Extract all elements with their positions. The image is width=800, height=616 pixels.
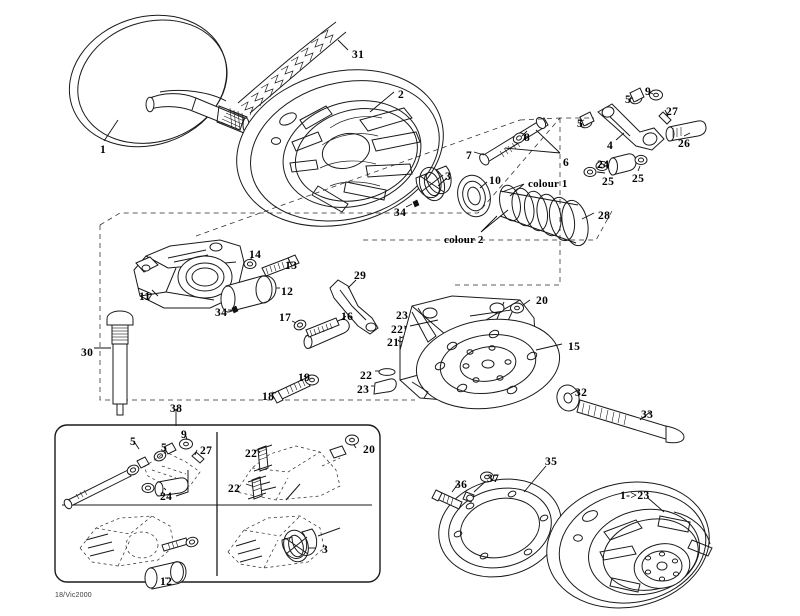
callout-5: 5: [625, 94, 632, 106]
callout-27: 27: [200, 445, 213, 457]
callout-colour-2: colour 2: [444, 234, 484, 246]
callout-33: 33: [641, 409, 654, 421]
callout-2: 2: [398, 89, 405, 101]
callout-36: 36: [455, 479, 468, 491]
callout-21: 21: [387, 337, 400, 349]
callout-12: 12: [281, 286, 294, 298]
callout-1: 1: [100, 144, 107, 156]
callout-6: 6: [563, 157, 570, 169]
part-29-lever: [329, 279, 379, 335]
inset-detail-bottom-left: [79, 515, 200, 590]
inset-detail-top-left: [63, 435, 205, 510]
callout-30: 30: [81, 347, 94, 359]
callout-5: 5: [161, 442, 168, 454]
callout-13: 13: [285, 260, 298, 272]
callout-31: 31: [352, 49, 365, 61]
part-19-washer: [303, 374, 319, 386]
part-13-bolt: [261, 254, 300, 277]
callout-23: 23: [357, 384, 370, 396]
callout-15: 15: [568, 341, 581, 353]
assembly-group-dashed-boxes: [99, 117, 613, 401]
part-11-housing: [133, 239, 245, 309]
watermark: 18/Vic2000: [55, 592, 92, 599]
callout-22: 22: [391, 324, 404, 336]
part-1-fixed-sheave: [68, 14, 250, 148]
callout-17: 17: [279, 312, 292, 324]
callout-37: 37: [487, 473, 500, 485]
callout-28: 28: [598, 210, 611, 222]
part-16-pin: [303, 315, 350, 349]
callout-22: 22: [228, 483, 241, 495]
part-10-spring-seat: [457, 174, 491, 218]
callout-19: 19: [298, 372, 311, 384]
part-14-washer: [243, 255, 257, 270]
part-33-bolt: [576, 399, 685, 444]
callout-9: 9: [645, 86, 652, 98]
part-34-pin-a: [405, 199, 420, 208]
callout-5: 5: [577, 118, 584, 130]
callout-27: 27: [666, 106, 679, 118]
part-2-sliding-sheave: [236, 69, 444, 227]
inset-detail-top-right: [235, 434, 359, 501]
part-17-bolt: [291, 317, 340, 338]
callout-18: 18: [262, 391, 275, 403]
part-36-bolt: [431, 483, 463, 510]
part-28-spring: [480, 183, 595, 247]
callout-35: 35: [545, 456, 558, 468]
callout-14: 14: [249, 249, 262, 261]
callout-22: 22: [245, 448, 258, 460]
part-32-washer: [556, 384, 580, 412]
part-3-bushing: [415, 165, 452, 202]
part-20-nut: [469, 299, 531, 317]
callout-34: 34: [394, 207, 407, 219]
callout-16: 16: [341, 311, 354, 323]
part-31-drive-belt: [237, 21, 349, 116]
callout-34: 34: [215, 307, 228, 319]
linkage-assembly: [473, 87, 707, 178]
inset-detail-box: [54, 424, 381, 590]
part-34-pin-b: [228, 305, 239, 314]
part-15-pulley-half: [399, 295, 563, 410]
callout-10: 10: [489, 175, 502, 187]
callout-29: 29: [354, 270, 367, 282]
callout-26: 26: [678, 138, 691, 150]
callout-32: 32: [575, 387, 588, 399]
callout-11: 11: [139, 291, 151, 303]
callout-25: 25: [632, 173, 645, 185]
callout-3: 3: [322, 544, 329, 556]
callout-3: 3: [445, 171, 452, 183]
part-23-cap-lower: [371, 378, 397, 395]
callout-24: 24: [597, 159, 610, 171]
callout-20: 20: [536, 295, 549, 307]
callout-7: 7: [466, 150, 473, 162]
callout-38: 38: [170, 403, 183, 415]
callout-22: 22: [360, 370, 373, 382]
inset-detail-bottom-right: [227, 515, 341, 569]
assembled-drive-pulley: [546, 481, 713, 609]
callout-23: 23: [396, 310, 409, 322]
part-18-bolt: [271, 377, 311, 404]
callout-24: 24: [160, 491, 173, 503]
callout-25: 25: [602, 176, 615, 188]
part-12-sleeve: [220, 275, 280, 313]
callout-9: 9: [181, 429, 188, 441]
part-22-washer-lower: [375, 368, 396, 376]
callout-8: 8: [524, 132, 531, 144]
callout-20: 20: [363, 444, 376, 456]
part-35-cover-ring: [438, 465, 562, 578]
callout-4: 4: [607, 140, 614, 152]
callout-12: 12: [160, 576, 173, 588]
callout-5: 5: [130, 436, 137, 448]
callout-colour-1: colour 1: [528, 178, 568, 190]
callout-1-23: 1->23: [620, 490, 650, 502]
part-37-pin: [462, 479, 488, 503]
part-30-long-bolt: [94, 310, 134, 416]
